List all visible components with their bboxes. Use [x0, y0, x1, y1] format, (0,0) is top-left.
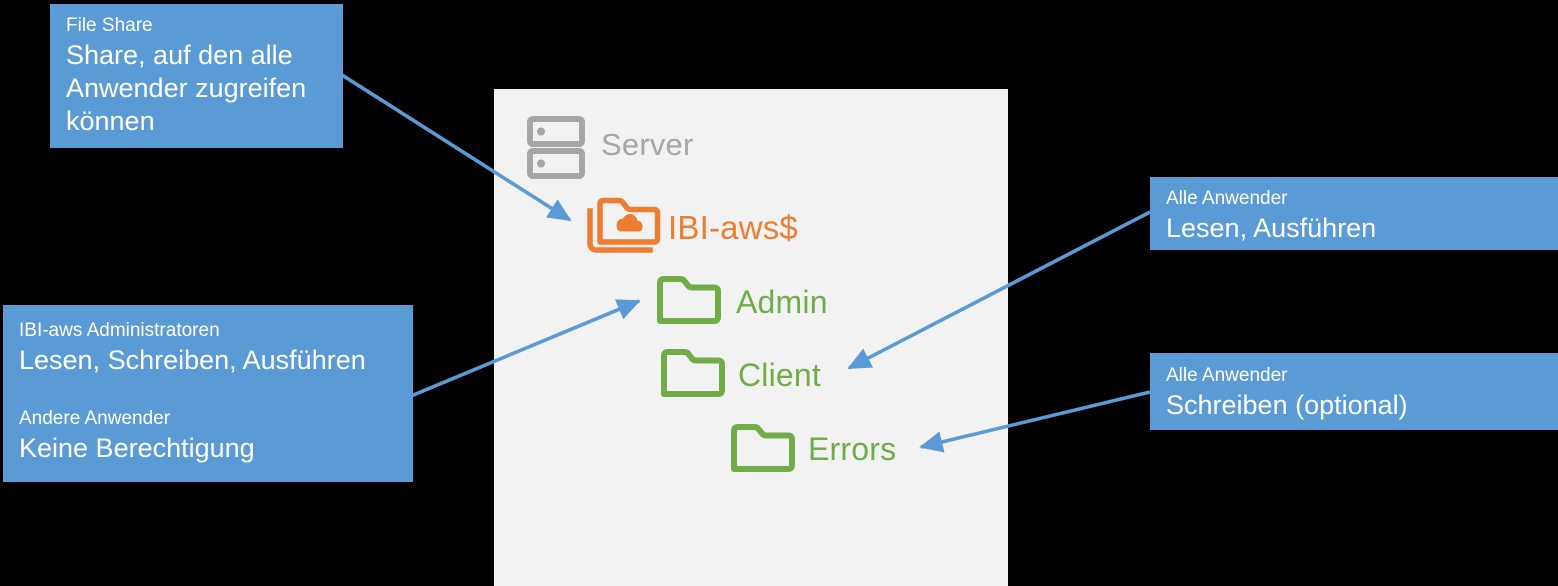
cloud-glyph [616, 214, 643, 232]
callout-title: Andere Anwender [19, 408, 171, 429]
callout-title: Alle Anwender [1166, 365, 1288, 386]
server-icon [527, 116, 585, 179]
folder-icon-client [661, 349, 725, 397]
server-panel [494, 89, 1008, 586]
folder-label-admin: Admin [736, 284, 828, 320]
callout-body: Lesen, Schreiben, Ausführen [19, 345, 366, 375]
callout-body: Share, auf den alle Anwender zugreifen k… [66, 40, 307, 136]
callout-body: Lesen, Ausführen [1166, 213, 1377, 243]
cloud-folder-icon [587, 197, 661, 253]
callout-title: IBI-aws Administratoren [19, 320, 220, 341]
share-folder-label: IBI-aws$ [668, 209, 798, 246]
callout-title: File Share [66, 15, 153, 36]
folder-label-errors: Errors [808, 431, 897, 467]
callout-body: Schreiben (optional) [1166, 390, 1408, 420]
callout-body: Keine Berechtigung [19, 433, 255, 463]
folder-icon-admin [657, 276, 721, 324]
server-label: Server [601, 127, 694, 162]
callout-file-share: File Share Share, auf den alle Anwender … [50, 4, 343, 148]
callout-all-users-read: Alle Anwender Lesen, Ausführen [1150, 177, 1558, 250]
folder-icon-errors [731, 424, 795, 472]
folder-label-client: Client [738, 357, 822, 393]
callout-all-users-write: Alle Anwender Schreiben (optional) [1150, 353, 1558, 430]
callout-admin-permissions: IBI-aws Administratoren Lesen, Schreiben… [3, 305, 413, 482]
callout-title: Alle Anwender [1166, 188, 1288, 209]
